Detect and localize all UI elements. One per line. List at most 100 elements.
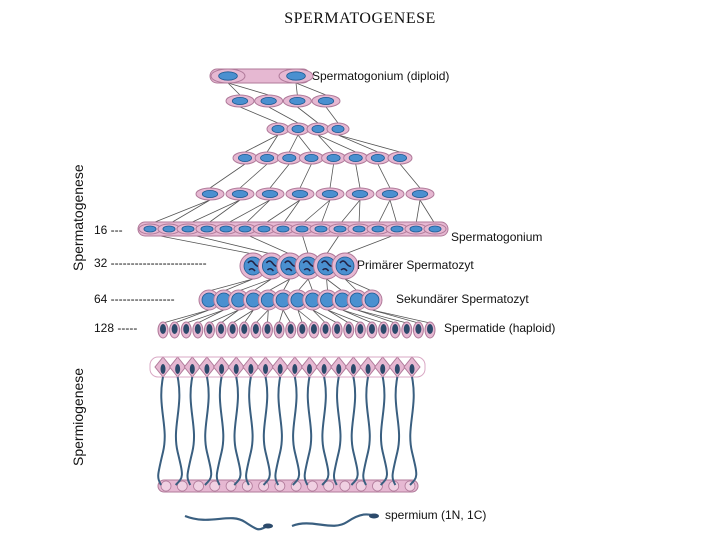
lineage-line xyxy=(327,309,361,324)
lineage-line xyxy=(371,309,419,324)
sperm-tail xyxy=(215,376,225,486)
sperm-tail xyxy=(379,376,388,486)
nucleus xyxy=(331,125,345,134)
page-title: SPERMATOGENESE xyxy=(284,10,436,27)
lineage-line xyxy=(232,309,254,324)
residual-body xyxy=(209,480,221,492)
residual-body xyxy=(225,480,237,492)
lineage-line xyxy=(186,309,224,324)
nucleus xyxy=(287,324,294,334)
nucleus xyxy=(160,364,166,374)
nucleus xyxy=(206,324,213,334)
nucleus xyxy=(204,364,210,374)
lineage-line xyxy=(208,278,254,292)
sperm-tail xyxy=(350,376,359,486)
count-128: 128 ----- xyxy=(94,321,138,335)
lineage-line xyxy=(268,106,299,124)
lineage-line xyxy=(282,199,301,225)
nucleus xyxy=(257,225,271,233)
lineage-line xyxy=(187,233,272,255)
nucleus xyxy=(364,292,380,308)
lineage-line xyxy=(307,278,314,292)
nucleus xyxy=(392,324,399,334)
sperm-cells xyxy=(157,376,418,531)
lineage-line xyxy=(342,309,384,324)
sperm-tail xyxy=(391,376,401,486)
lineage-line xyxy=(355,163,361,189)
nucleus xyxy=(271,125,285,134)
lineage-line xyxy=(295,82,327,96)
nucleus xyxy=(219,225,233,233)
lineage-line xyxy=(255,309,269,324)
nucleus xyxy=(219,364,225,374)
lineage-line xyxy=(357,309,407,324)
lineage-line xyxy=(389,199,398,225)
lineage-line xyxy=(329,163,334,189)
lineage-line xyxy=(149,233,254,255)
residual-body xyxy=(339,480,351,492)
lineage-line xyxy=(358,199,361,225)
label-spermatogonium: Spermatogonium xyxy=(451,230,543,244)
nucleus xyxy=(289,97,306,106)
lineage-line xyxy=(288,134,299,153)
label-secondary-spermatocyte: Sekundärer Spermatozyt xyxy=(396,292,529,306)
lineage-line xyxy=(244,233,290,255)
lineage-line xyxy=(337,134,379,153)
chromatin xyxy=(339,260,352,272)
lineage-line xyxy=(344,278,373,292)
nucleus xyxy=(326,153,341,162)
lineage-line xyxy=(197,309,224,324)
nucleus xyxy=(162,225,176,233)
nucleus xyxy=(314,225,328,233)
nucleus xyxy=(306,364,312,374)
nucleus xyxy=(345,324,352,334)
nucleus xyxy=(428,225,442,233)
residual-body xyxy=(355,480,367,492)
nucleus xyxy=(261,189,279,198)
lineage-line xyxy=(267,309,269,324)
lineage-line xyxy=(206,199,241,225)
nucleus xyxy=(317,97,335,106)
sperm-tail xyxy=(157,376,166,486)
lineage-line xyxy=(295,82,298,96)
nucleus xyxy=(264,324,271,334)
nucleus xyxy=(390,225,404,233)
nucleus xyxy=(310,324,317,334)
residual-body xyxy=(193,480,204,492)
lineage-line xyxy=(317,134,356,153)
sperm-tail xyxy=(204,376,213,486)
lineage-line xyxy=(377,199,391,225)
nucleus xyxy=(357,324,364,334)
nucleus xyxy=(392,153,407,162)
sperm-tail xyxy=(186,376,196,486)
lineage-line xyxy=(149,199,211,225)
nucleus xyxy=(231,189,249,198)
lineage-line xyxy=(339,199,361,225)
sperm-tail xyxy=(274,376,283,486)
nucleus xyxy=(218,324,225,334)
residual-body xyxy=(372,480,383,492)
nucleus xyxy=(350,364,356,374)
nucleus xyxy=(231,97,249,106)
lineage-line xyxy=(377,163,391,189)
nucleus xyxy=(181,225,195,233)
lineage-line xyxy=(297,134,312,153)
nucleus xyxy=(201,189,219,198)
lineage-line xyxy=(282,278,291,292)
nucleus xyxy=(200,225,214,233)
lineage-line xyxy=(223,278,254,292)
lineage-line xyxy=(263,199,301,225)
nucleus xyxy=(370,153,385,162)
lineage-line xyxy=(244,134,279,153)
cell-band xyxy=(149,356,426,378)
spermatozoon-head xyxy=(263,523,273,529)
count-32: 32 ------------------------ xyxy=(94,256,207,270)
label-spermium: spermium (1N, 1C) xyxy=(385,508,487,522)
nucleus xyxy=(291,189,309,198)
spermatozoon-tail xyxy=(184,514,269,531)
residual-body xyxy=(323,480,335,492)
nucleus xyxy=(252,324,259,334)
lineage-line xyxy=(162,309,210,324)
chromatin xyxy=(265,260,278,272)
nucleus xyxy=(292,364,298,374)
